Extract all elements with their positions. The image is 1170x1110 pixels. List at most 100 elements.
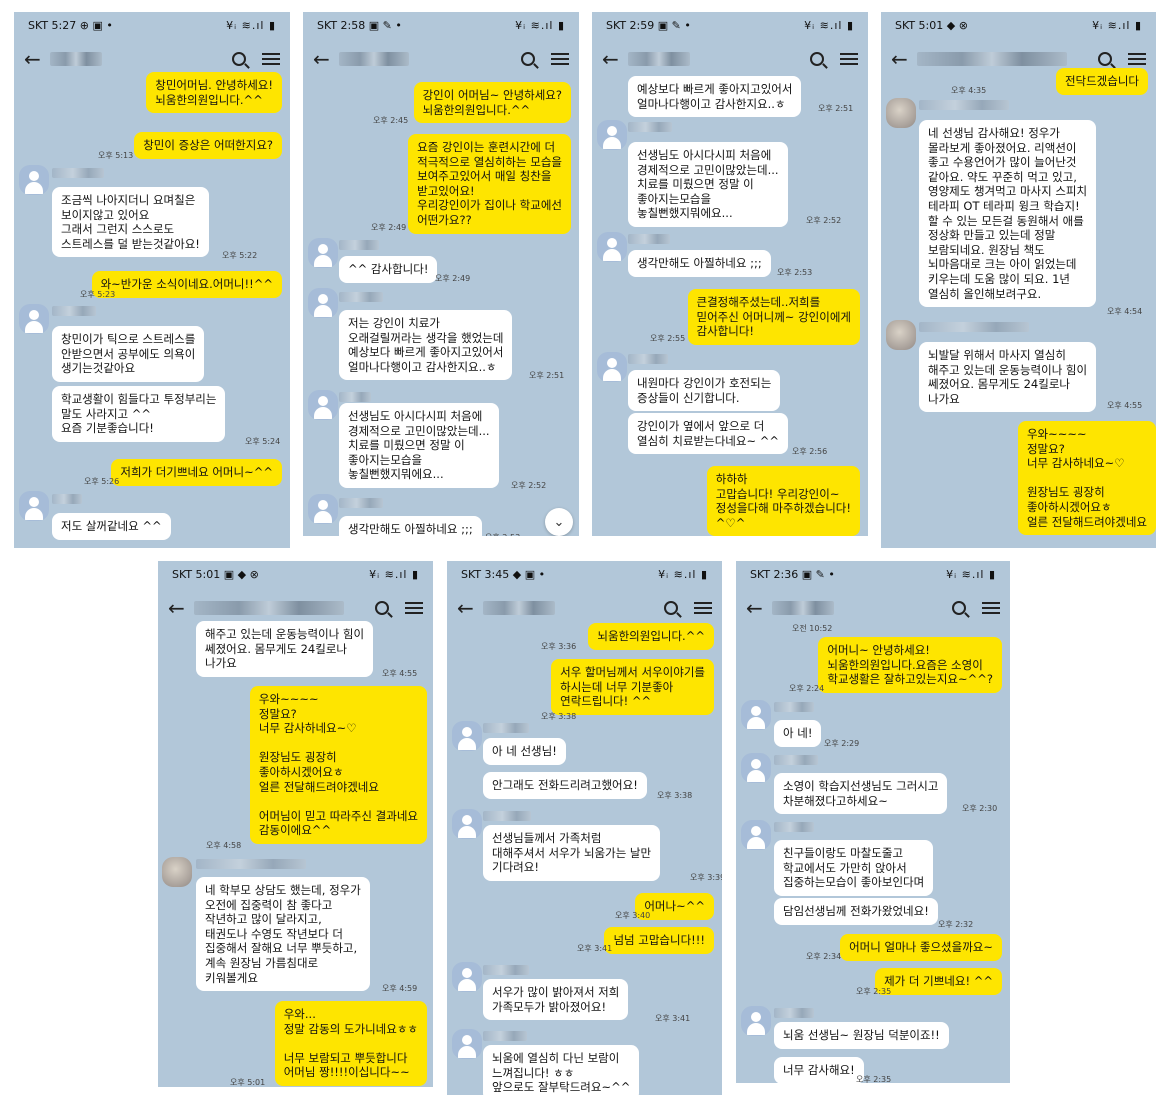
avatar[interactable] (308, 390, 338, 420)
received-message-bubble[interactable]: ^^ 감사합니다! (339, 256, 438, 283)
received-message-bubble[interactable]: 아 네 선생님! (483, 738, 566, 765)
avatar[interactable] (597, 120, 627, 150)
received-message-bubble[interactable]: 강인이가 옆에서 앞으로 더 열심히 치료받는다네요~ ^^ (628, 413, 789, 455)
sent-message-bubble[interactable]: 뇌움한의원입니다.^^ (588, 623, 714, 650)
received-message-bubble[interactable]: 네 선생님 감사해요! 정우가 몰라보게 좋아졌어요. 리액션이 좋고 수용언어… (919, 120, 1097, 308)
chat-screenshot: SKT 5:01 ▣ ◆ ⊗ ¥ᵢ ≋.ıl ▮ ← 해주고 있는데 운동능력이… (158, 561, 433, 1087)
received-message-bubble[interactable]: 친구들이랑도 마찰도줄고 학교에서도 가만히 앉아서 집중하는모습이 좋아보인다… (774, 840, 934, 896)
menu-icon[interactable] (1128, 53, 1146, 65)
received-message-bubble[interactable]: 선생님들께서 가족처럼 대해주셔서 서우가 뇌움가는 날만 기다려요! (483, 825, 661, 881)
sent-message-bubble[interactable]: 창민이 증상은 어떠한지요? (134, 132, 282, 159)
sent-message-bubble[interactable]: 와~반가운 소식이네요.어머니!!^^ (91, 271, 282, 298)
back-arrow-icon[interactable]: ← (746, 596, 763, 620)
avatar[interactable] (741, 700, 771, 730)
sent-message-bubble[interactable]: 저희가 더기쁘네요 어머니~^^ (111, 459, 282, 486)
sent-message-bubble[interactable]: 우와~~~~ 정말요? 너무 감사하네요~♡ 원장님도 굉장히 좋아하시겠어요ㅎ… (249, 686, 427, 844)
received-message-bubble[interactable]: 네 학부모 상담도 했는데, 정우가 오전에 집중력이 참 좋다고 작년하고 많… (196, 877, 370, 992)
search-icon[interactable] (521, 52, 535, 66)
message-list[interactable]: 창민어머님. 안녕하세요! 뇌움한의원입니다.^^창민이 증상은 어떠한지요?오… (14, 72, 290, 548)
received-message-bubble[interactable]: 창민이가 틱으로 스트레스를 안받으면서 공부에도 의욕이 생기는것같아요 (52, 326, 205, 382)
received-message-bubble[interactable]: 해주고 있는데 운동능력이나 힘이 쎄졌어요. 몸무게도 24킬로나 나가요 (196, 621, 374, 677)
received-message-bubble[interactable]: 저도 살꺼같네요 ^^ (52, 513, 171, 540)
received-message-bubble[interactable]: 아 네! (774, 720, 822, 747)
received-message-bubble[interactable]: 예상보다 빠르게 좋아지고있어서 얼마나다행이고 감사한지요..ㅎ (628, 76, 802, 118)
received-message-bubble[interactable]: 조금씩 나아지더니 요며칠은 보이지않고 있어요 그래서 그런지 스스로도 스트… (52, 187, 209, 258)
search-icon[interactable] (1098, 52, 1112, 66)
search-icon[interactable] (375, 601, 389, 615)
back-arrow-icon[interactable]: ← (457, 596, 474, 620)
menu-icon[interactable] (551, 53, 569, 65)
scroll-down-chevron-icon[interactable]: ⌄ (545, 508, 573, 536)
sent-message-bubble[interactable]: 제가 더 기쁘네요! ^^ (875, 968, 1002, 995)
sent-message-bubble[interactable]: 어머나~^^ (635, 893, 714, 920)
back-arrow-icon[interactable]: ← (891, 47, 908, 71)
sent-message-bubble[interactable]: 창민어머님. 안녕하세요! 뇌움한의원입니다.^^ (146, 72, 282, 114)
menu-icon[interactable] (840, 53, 858, 65)
received-message-bubble[interactable]: 소영이 학습지선생님도 그러시고 차분해졌다고하세요~ (774, 773, 948, 815)
blurred-sender-name (774, 702, 814, 712)
back-arrow-icon[interactable]: ← (24, 47, 41, 71)
avatar[interactable] (452, 721, 482, 751)
avatar[interactable] (597, 352, 627, 382)
menu-icon[interactable] (694, 602, 712, 614)
avatar[interactable] (452, 809, 482, 839)
avatar[interactable] (19, 165, 49, 195)
received-message-bubble[interactable]: 생각만해도 아찔하네요 ;;; (628, 250, 771, 277)
received-message-bubble[interactable]: 선생님도 아시다시피 처음에 경제적으로 고민이많았는데... 치료를 미뤘으면… (628, 142, 788, 227)
search-icon[interactable] (952, 601, 966, 615)
avatar[interactable] (308, 238, 338, 268)
avatar[interactable] (308, 288, 338, 318)
sent-message-bubble[interactable]: 전닥드겠습니다 (1055, 68, 1148, 95)
avatar[interactable] (741, 753, 771, 783)
avatar[interactable] (886, 98, 916, 128)
received-message-bubble[interactable]: 생각만해도 아찔하네요 ;;; (339, 516, 482, 536)
sent-message-bubble[interactable]: 어머니~ 안녕하세요! 뇌움한의원입니다.요즘은 소영이 학교생활은 잘하고있는… (818, 637, 1002, 693)
avatar[interactable] (741, 1006, 771, 1036)
message-timestamp: 오후 5:01 (230, 1078, 266, 1087)
sent-message-bubble[interactable]: 어머니 얼마나 좋으셨을까요~ (840, 934, 1002, 961)
menu-icon[interactable] (405, 602, 423, 614)
received-message-bubble[interactable]: 선생님도 아시다시피 처음에 경제적으로 고민이많았는데... 치료를 미뤘으면… (339, 403, 499, 488)
sent-message-bubble[interactable]: 요즘 강인이는 훈련시간에 더 적극적으로 열심히하는 모습을 보여주고있어서 … (408, 134, 571, 234)
avatar[interactable] (19, 304, 49, 334)
search-icon[interactable] (232, 52, 246, 66)
received-message-bubble[interactable]: 학교생활이 힘들다고 투정부리는 말도 사라지고 ^^ 요즘 기분좋습니다! (52, 386, 226, 442)
back-arrow-icon[interactable]: ← (168, 596, 185, 620)
back-arrow-icon[interactable]: ← (602, 47, 619, 71)
received-message-bubble[interactable]: 너무 감사해요! (774, 1057, 864, 1083)
avatar[interactable] (886, 320, 916, 350)
avatar[interactable] (597, 232, 627, 262)
received-message-bubble[interactable]: 뇌움에 열심히 다닌 보람이 느껴집니다! ㅎㅎ 앞으로도 잘부탁드려요~^^ (483, 1045, 640, 1095)
received-message-bubble[interactable]: 안그래도 전화드리려고했어요! (483, 772, 647, 799)
avatar[interactable] (162, 857, 192, 887)
sent-message-bubble[interactable]: 넘넘 고맙습니다!!! (604, 927, 714, 954)
avatar[interactable] (741, 820, 771, 850)
sent-message-bubble[interactable]: 강인이 어머님~ 안녕하세요? 뇌움한의원입니다.^^ (413, 82, 571, 124)
back-arrow-icon[interactable]: ← (313, 47, 330, 71)
search-icon[interactable] (810, 52, 824, 66)
sent-message-bubble[interactable]: 서우 할머님께서 서우이야기를 하시는데 너무 기분좋아 연락드립니다! ^^ (551, 659, 714, 715)
avatar[interactable] (452, 1029, 482, 1059)
received-message-bubble[interactable]: 뇌발달 위해서 마사지 열심히 해주고 있는데 운동능력이나 힘이 쎄졌어요. … (919, 342, 1097, 413)
received-message-bubble[interactable]: 내원마다 강인이가 호전되는 증상들이 신기합니다. (628, 370, 781, 412)
menu-icon[interactable] (262, 53, 280, 65)
sent-message-bubble[interactable]: 큰결정해주셨는데..저희를 믿어주신 어머니께~ 강인이에게 감사합니다! (687, 289, 860, 345)
search-icon[interactable] (664, 601, 678, 615)
avatar[interactable] (19, 491, 49, 521)
sent-message-bubble[interactable]: 우와... 정말 감동의 도가니네요ㅎㅎ 너무 보람되고 뿌듯합니다 어머님 짱… (274, 1001, 427, 1086)
avatar[interactable] (308, 494, 338, 524)
received-message-bubble[interactable]: 서우가 많이 밝아져서 저희 가족모두가 밝아졌어요! (483, 979, 629, 1021)
menu-icon[interactable] (982, 602, 1000, 614)
sent-message-bubble[interactable]: 우와~~~~ 정말요? 너무 감사하네요~♡ 원장님도 굉장히 좋아하시겠어요ㅎ… (1017, 421, 1156, 536)
received-message-bubble[interactable]: 저는 강인이 치료가 오래걸릴꺼라는 생각을 했었는데 예상보다 빠르게 좋아지… (339, 310, 513, 381)
sent-message-bubble[interactable]: 하하하 고맙습니다! 우리강인이~ 정성을다해 마주하겠습니다! ^♡^ (706, 466, 860, 536)
avatar[interactable] (452, 962, 482, 992)
received-message-bubble[interactable]: 뇌움 선생님~ 원장님 덕분이죠!! (774, 1022, 949, 1049)
received-message-bubble[interactable]: 담임선생님께 전화가왔었네요! (774, 898, 938, 925)
